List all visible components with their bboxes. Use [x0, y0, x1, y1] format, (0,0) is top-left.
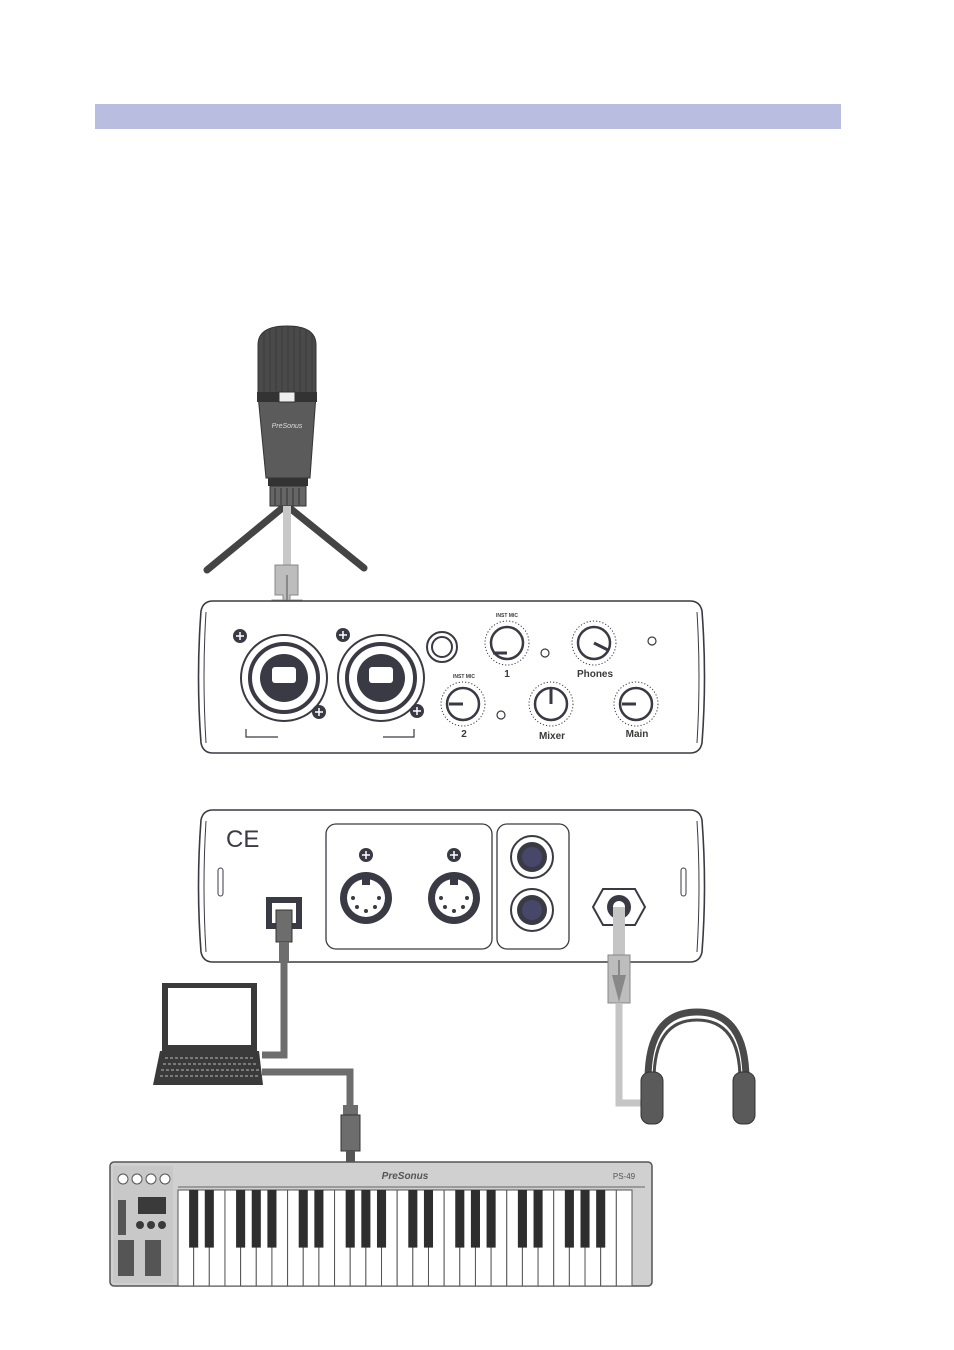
microphone-icon: PreSonus — [207, 326, 364, 570]
black-key — [471, 1190, 480, 1248]
black-key — [534, 1190, 543, 1248]
black-key — [189, 1190, 198, 1248]
black-key — [377, 1190, 386, 1248]
black-key — [565, 1190, 574, 1248]
white-keys — [178, 1190, 632, 1286]
inst-mic-label-2: INST MIC — [453, 674, 475, 680]
knob-label-1: 1 — [504, 669, 510, 680]
black-key — [299, 1190, 308, 1248]
rear-panel: CE — [199, 810, 705, 962]
clip-led-1 — [541, 649, 549, 657]
black-key — [455, 1190, 464, 1248]
knob-label-2: 2 — [461, 729, 467, 740]
black-key — [252, 1190, 261, 1248]
knob-label-main: Main — [626, 729, 649, 740]
knob-label-phones: Phones — [577, 669, 614, 680]
front-panel: INST MIC 1 Phones INST MIC 2 Mixer — [199, 601, 705, 753]
white-key — [616, 1190, 632, 1286]
black-key — [267, 1190, 276, 1248]
black-key — [518, 1190, 527, 1248]
black-key — [596, 1190, 605, 1248]
power-led — [648, 637, 656, 645]
main-out-left-jack[interactable] — [511, 836, 553, 878]
black-key — [580, 1190, 589, 1248]
ce-mark: CE — [226, 826, 259, 853]
power-button[interactable] — [427, 632, 457, 662]
clip-led-2 — [497, 711, 505, 719]
black-key — [346, 1190, 355, 1248]
black-key — [487, 1190, 496, 1248]
main-out-right-jack[interactable] — [511, 889, 553, 931]
keyboard-model-label: PS-49 — [613, 1172, 636, 1181]
inst-mic-label-1: INST MIC — [496, 613, 518, 619]
knob-label-mixer: Mixer — [539, 731, 565, 742]
midi-keyboard: PreSonus PS-49 — [110, 1162, 652, 1286]
black-key — [314, 1190, 323, 1248]
black-key — [408, 1190, 417, 1248]
microphone-brand-label: PreSonus — [272, 423, 303, 430]
black-key — [205, 1190, 214, 1248]
black-key — [424, 1190, 433, 1248]
laptop-icon — [153, 983, 263, 1085]
keyboard-brand-label: PreSonus — [382, 1171, 429, 1182]
headphones-icon — [641, 1012, 755, 1124]
black-key — [236, 1190, 245, 1248]
black-key — [361, 1190, 370, 1248]
